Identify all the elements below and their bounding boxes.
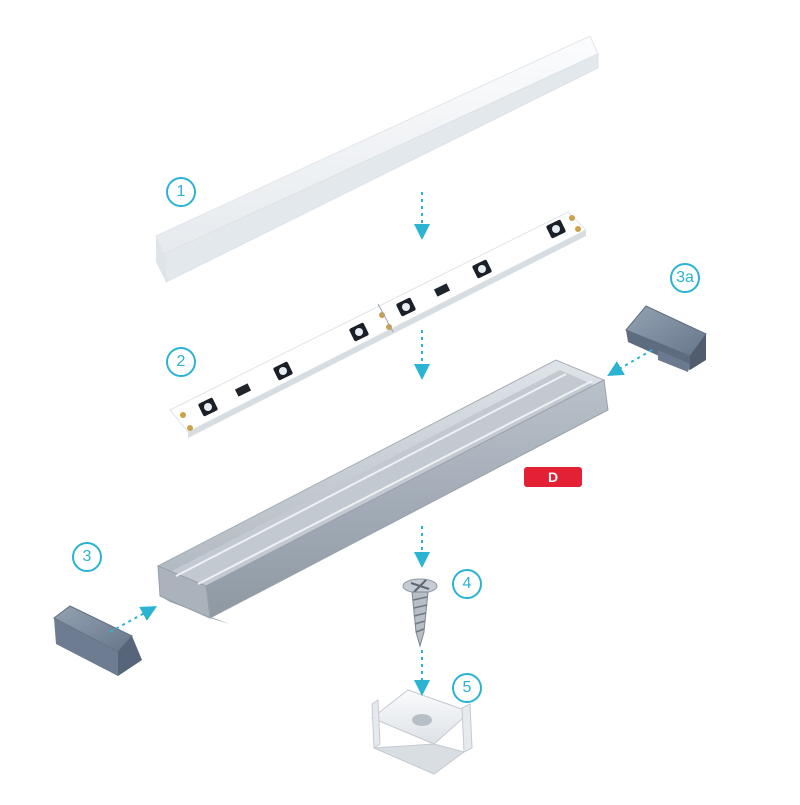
cut-line — [377, 303, 394, 333]
aluminium-profile — [156, 359, 609, 624]
led-chip — [273, 361, 293, 381]
callout-3: 3 — [72, 542, 102, 572]
solder-pad — [569, 215, 575, 221]
solder-pad — [575, 226, 581, 232]
callout-2: 2 — [166, 347, 196, 377]
diffuser-cover — [155, 35, 599, 283]
mounting-screw — [402, 578, 438, 648]
callout-3a: 3a — [670, 263, 700, 293]
led-chip — [198, 397, 218, 417]
resistor — [234, 383, 252, 397]
led-strip — [169, 211, 587, 438]
solder-pad — [180, 412, 186, 418]
callout-1: 1 — [166, 177, 196, 207]
led-chip — [546, 219, 566, 239]
callout-4: 4 — [452, 569, 482, 599]
mounting-clip — [371, 689, 473, 775]
solder-pad — [187, 425, 193, 431]
resistor — [433, 283, 451, 297]
led-chip — [349, 322, 369, 342]
arrow-cap-right-to-profile — [607, 349, 653, 377]
led-chip — [396, 297, 416, 317]
end-cap-right — [625, 305, 707, 372]
callout-5: 5 — [452, 673, 482, 703]
profile-badge: D — [524, 467, 582, 487]
led-chip — [472, 259, 492, 279]
solder-pad — [386, 324, 392, 330]
end-cap-left — [53, 605, 142, 676]
arrow-cap-left-to-profile — [109, 606, 158, 633]
